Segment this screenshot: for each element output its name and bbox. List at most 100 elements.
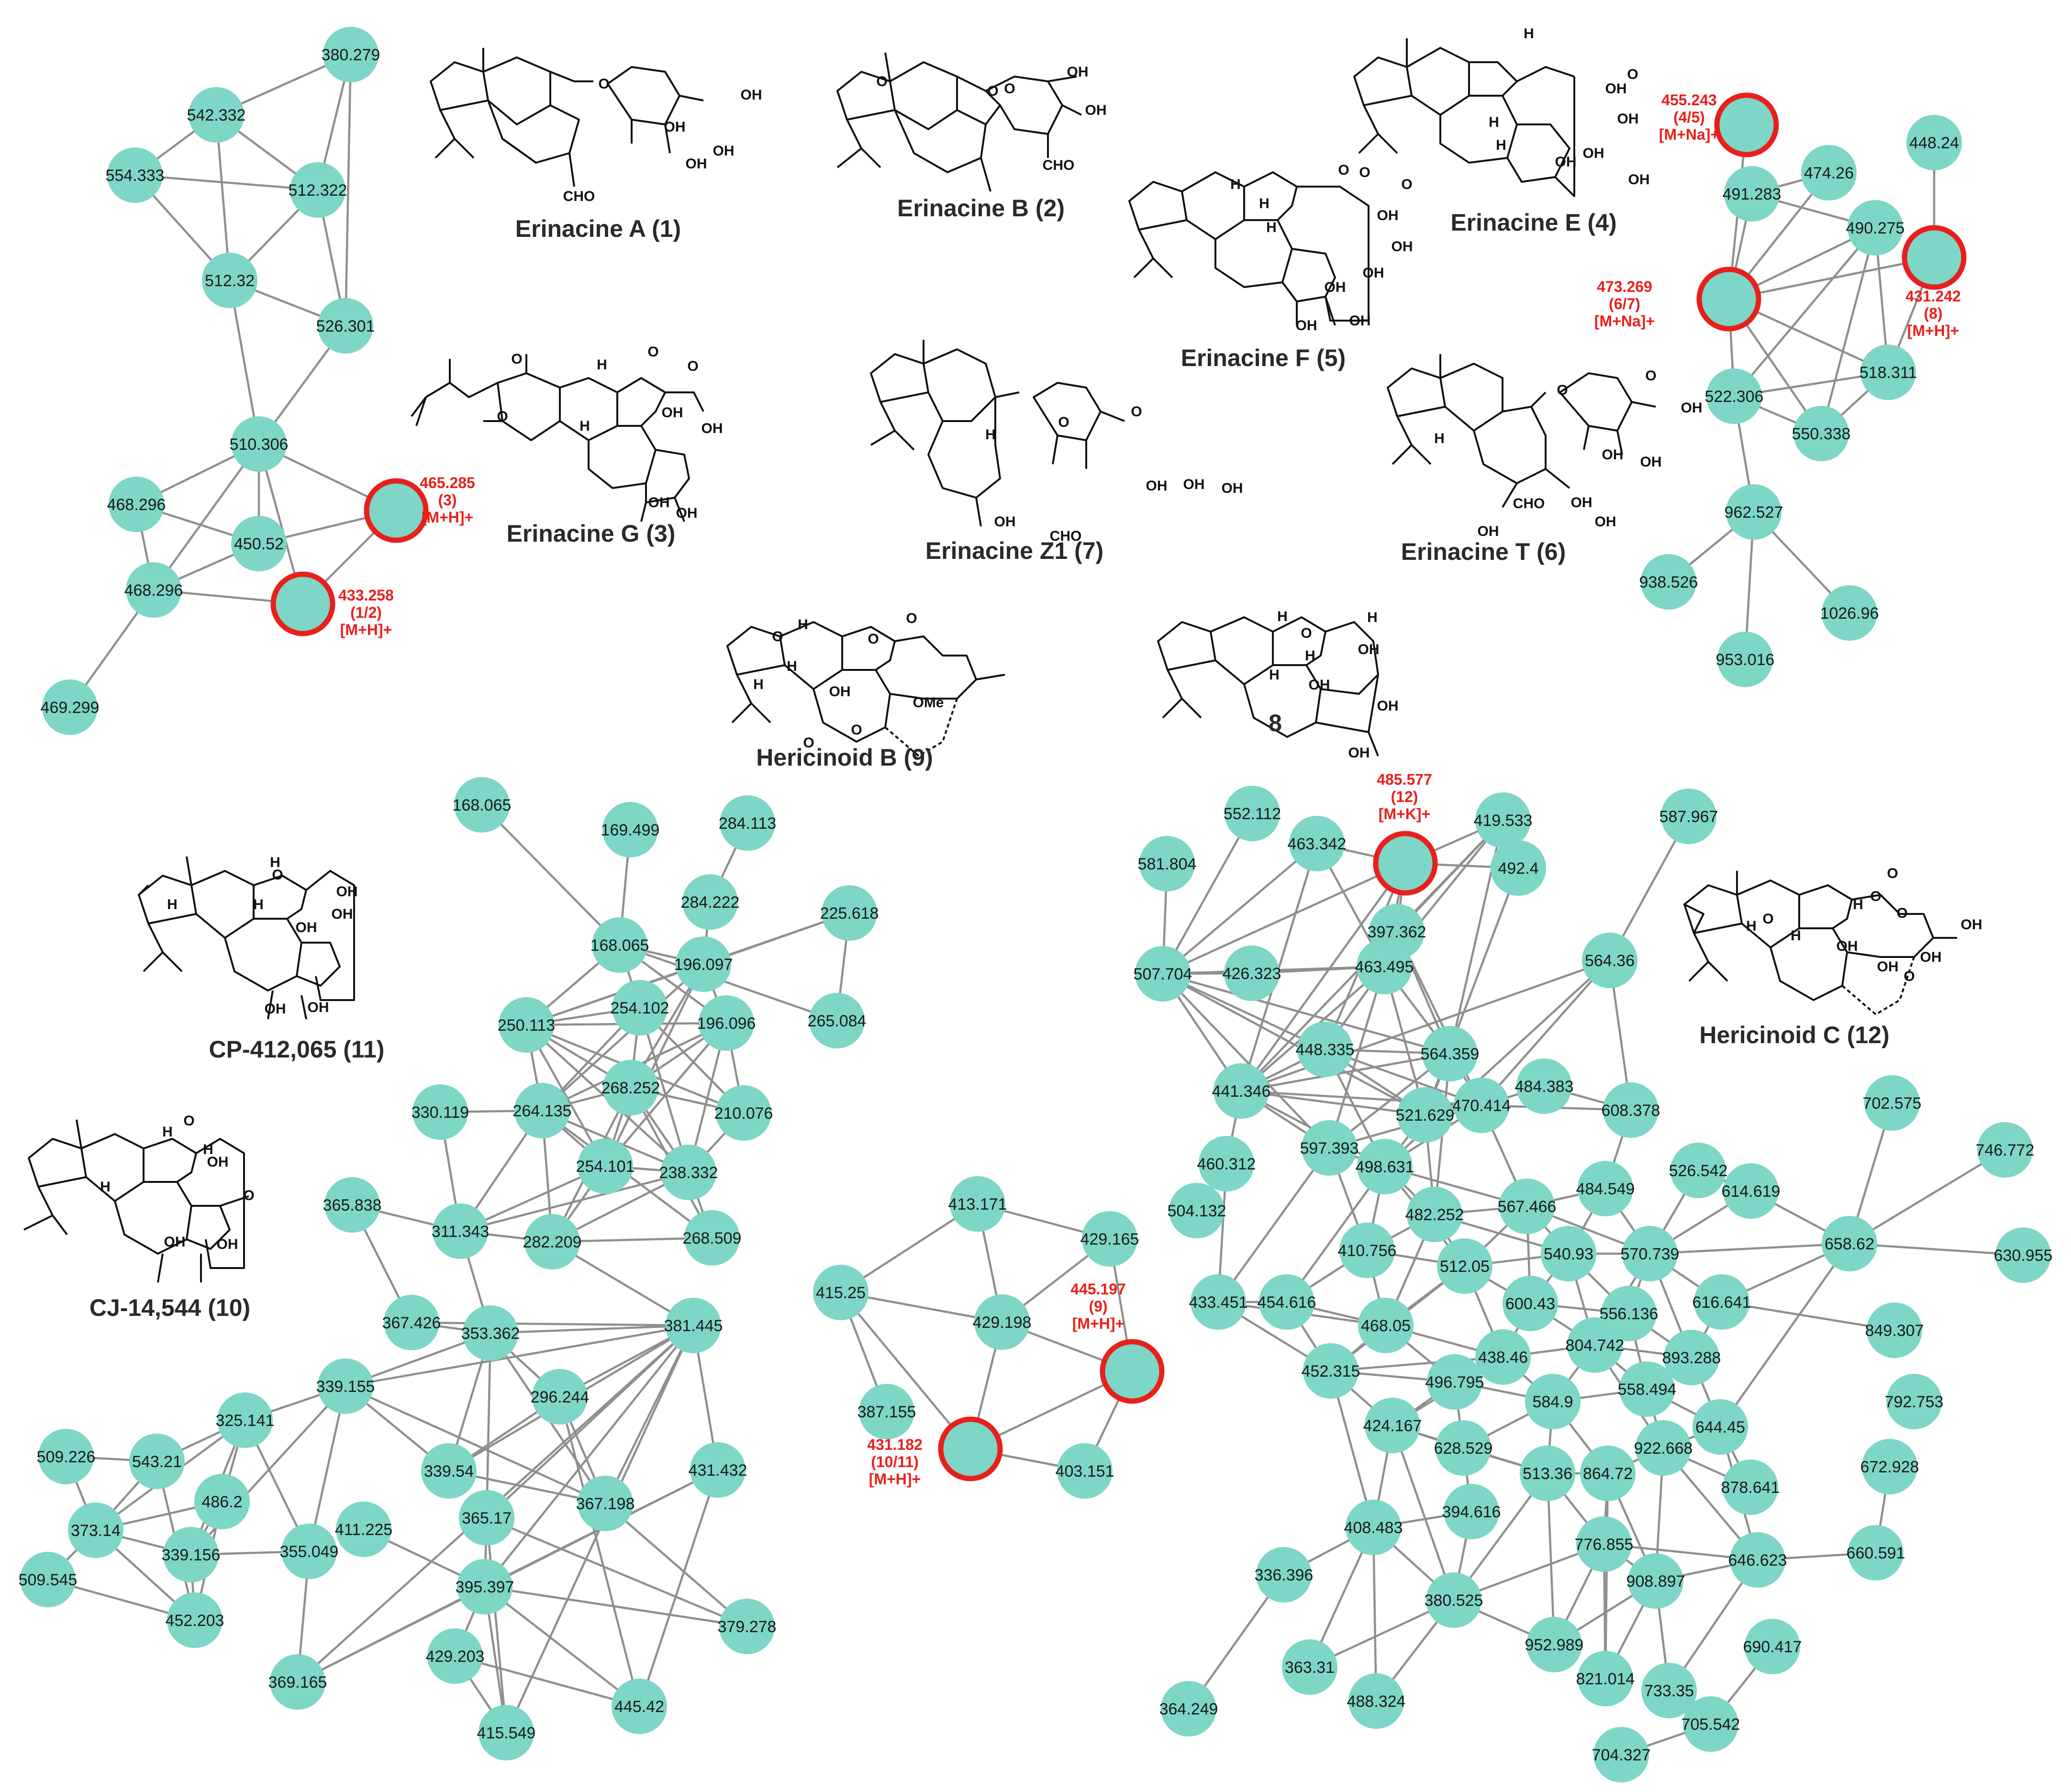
highlighted-node[interactable] xyxy=(1696,267,1761,332)
node-circle[interactable] xyxy=(270,1654,325,1710)
node-circle[interactable] xyxy=(666,1298,721,1353)
node-circle[interactable] xyxy=(1567,1317,1623,1373)
node-circle[interactable] xyxy=(463,1305,518,1361)
node-circle[interactable] xyxy=(1516,1058,1572,1114)
node-circle[interactable] xyxy=(719,1599,775,1654)
node-circle[interactable] xyxy=(1578,1161,1633,1216)
node-circle[interactable] xyxy=(1670,1143,1726,1198)
network-node[interactable]: 554.333 xyxy=(106,147,165,203)
network-node[interactable]: 804.742 xyxy=(1566,1317,1625,1373)
network-node[interactable]: 363.31 xyxy=(1282,1639,1337,1695)
node-circle[interactable] xyxy=(578,1476,633,1531)
node-circle[interactable] xyxy=(412,1084,468,1140)
node-circle[interactable] xyxy=(1499,1179,1555,1234)
network-node[interactable]: 311.343 xyxy=(432,1203,489,1259)
highlighted-node[interactable] xyxy=(1902,225,1967,290)
highlighted-node[interactable] xyxy=(1714,92,1779,157)
node-circle[interactable] xyxy=(1491,840,1546,896)
node-circle[interactable] xyxy=(1603,1082,1659,1138)
network-node[interactable]: 482.252 xyxy=(1405,1187,1464,1242)
node-circle[interactable] xyxy=(1822,585,1877,641)
network-node[interactable]: 419.533 xyxy=(1474,792,1533,848)
node-circle[interactable] xyxy=(384,1295,439,1350)
network-node[interactable]: 387.155 xyxy=(857,1384,916,1439)
network-node[interactable]: 491.283 xyxy=(1723,166,1782,222)
node-circle[interactable] xyxy=(1259,1274,1314,1330)
node-circle[interactable] xyxy=(499,997,554,1053)
network-node[interactable]: 325.141 xyxy=(216,1392,275,1448)
network-node[interactable]: 962.527 xyxy=(1725,484,1783,540)
network-node[interactable]: 330.119 xyxy=(412,1084,469,1140)
network-node[interactable]: 364.249 xyxy=(1159,1681,1218,1736)
network-node[interactable]: 448.335 xyxy=(1296,1022,1355,1077)
network-node[interactable]: 496.795 xyxy=(1425,1354,1484,1410)
node-circle[interactable] xyxy=(578,1138,633,1194)
network-node[interactable]: 660.591 xyxy=(1847,1525,1905,1581)
node-circle[interactable] xyxy=(1357,1139,1413,1194)
node-circle[interactable] xyxy=(1346,1500,1401,1555)
network-node[interactable]: 542.332 xyxy=(187,87,246,143)
node-circle[interactable] xyxy=(270,571,335,636)
node-circle[interactable] xyxy=(690,1442,746,1498)
node-circle[interactable] xyxy=(1593,1727,1649,1782)
node-circle[interactable] xyxy=(684,1210,740,1266)
network-node[interactable]: 512.32 xyxy=(202,253,257,308)
node-circle[interactable] xyxy=(1427,1354,1482,1410)
node-circle[interactable] xyxy=(1862,1439,1917,1494)
network-node[interactable]: 373.14 xyxy=(68,1503,123,1558)
network-node[interactable]: 415.25 xyxy=(813,1265,868,1320)
node-circle[interactable] xyxy=(682,874,738,930)
network-node[interactable]: 581.804 xyxy=(1138,836,1197,891)
network-node[interactable]: 254.102 xyxy=(611,980,669,1035)
network-node[interactable]: 429.198 xyxy=(973,1294,1032,1350)
node-circle[interactable] xyxy=(1801,145,1857,200)
network-node[interactable]: 296.244 xyxy=(531,1369,590,1425)
node-circle[interactable] xyxy=(1161,1681,1216,1736)
node-circle[interactable] xyxy=(457,1559,512,1614)
node-circle[interactable] xyxy=(1225,786,1280,841)
node-circle[interactable] xyxy=(1373,831,1438,896)
network-node[interactable]: 379.278 xyxy=(718,1599,777,1654)
node-circle[interactable] xyxy=(129,1434,185,1489)
node-circle[interactable] xyxy=(1582,933,1637,988)
network-node[interactable]: 792.753 xyxy=(1885,1374,1944,1429)
node-circle[interactable] xyxy=(524,1214,580,1269)
network-node[interactable]: 468.05 xyxy=(1358,1298,1414,1353)
node-circle[interactable] xyxy=(1622,1226,1678,1281)
node-circle[interactable] xyxy=(109,477,164,532)
highlighted-node[interactable] xyxy=(364,478,429,543)
node-circle[interactable] xyxy=(1303,1343,1358,1399)
node-circle[interactable] xyxy=(1365,1398,1420,1453)
network-node[interactable]: 169.499 xyxy=(601,802,660,857)
network-node[interactable]: 415.549 xyxy=(477,1705,536,1760)
network-node[interactable]: 513.36 xyxy=(1520,1446,1575,1501)
node-circle[interactable] xyxy=(1636,1420,1691,1476)
node-circle[interactable] xyxy=(1541,1226,1596,1281)
node-circle[interactable] xyxy=(1475,1329,1531,1385)
node-circle[interactable] xyxy=(1436,1420,1491,1476)
node-circle[interactable] xyxy=(1358,1298,1414,1353)
node-circle[interactable] xyxy=(1730,1532,1785,1588)
node-circle[interactable] xyxy=(318,1358,373,1414)
node-circle[interactable] xyxy=(1726,484,1782,540)
network-node[interactable]: 380.525 xyxy=(1425,1572,1483,1628)
network-node[interactable]: 953.016 xyxy=(1716,632,1775,687)
node-circle[interactable] xyxy=(433,1203,488,1259)
node-circle[interactable] xyxy=(281,1524,337,1579)
network-node[interactable]: 484.383 xyxy=(1515,1058,1574,1114)
node-circle[interactable] xyxy=(1864,1075,1920,1131)
network-node[interactable]: 282.209 xyxy=(523,1214,582,1269)
node-circle[interactable] xyxy=(421,1443,477,1499)
network-node[interactable]: 490.275 xyxy=(1846,200,1905,256)
node-circle[interactable] xyxy=(1995,1227,2051,1283)
network-node[interactable]: 254.101 xyxy=(576,1138,635,1194)
node-circle[interactable] xyxy=(1793,406,1849,461)
node-circle[interactable] xyxy=(163,1527,219,1582)
network-node[interactable]: 431.432 xyxy=(689,1442,747,1498)
network-node[interactable]: 849.307 xyxy=(1865,1302,1924,1358)
network-node[interactable]: 452.315 xyxy=(1302,1343,1360,1399)
node-circle[interactable] xyxy=(1526,1617,1582,1672)
network-node[interactable]: 484.549 xyxy=(1576,1161,1635,1216)
network-node[interactable]: 486.2 xyxy=(194,1474,250,1529)
network-node[interactable]: 450.52 xyxy=(231,516,287,571)
